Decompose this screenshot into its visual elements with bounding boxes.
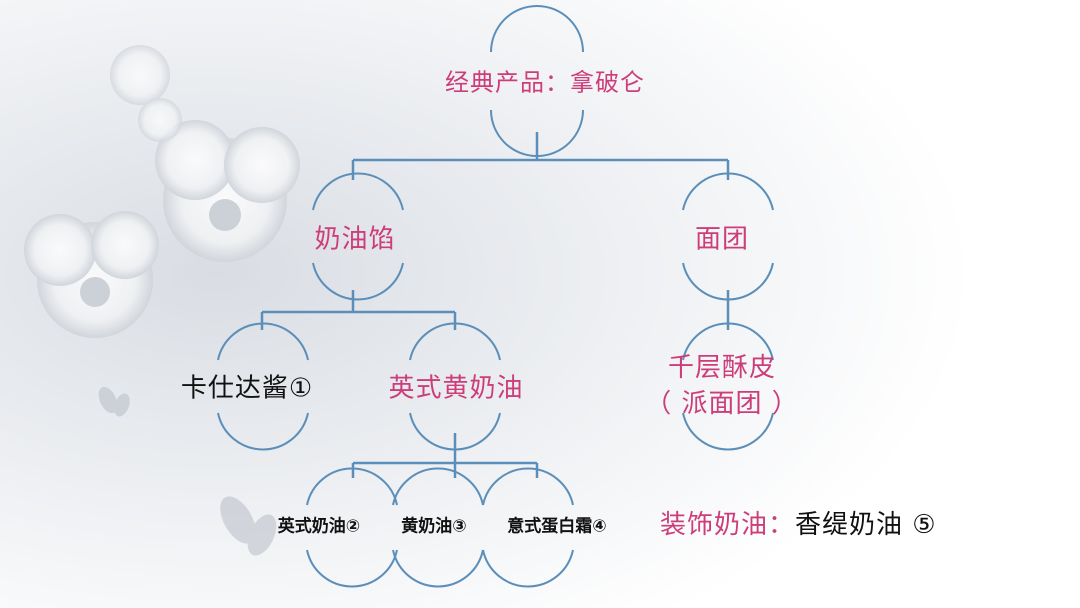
butterfly-icon — [98, 386, 277, 556]
node-cream-filling-label: 奶油馅 — [314, 224, 396, 255]
node-italian-meringue-arc — [482, 467, 574, 588]
node-puff-pastry-line2: （ 派面团 ） — [645, 389, 799, 419]
node-arcs — [217, 5, 774, 588]
node-english-buttercream-arc — [306, 467, 398, 588]
node-italian-meringue-label: 意式蛋白霜④ — [507, 516, 607, 537]
decoration-label: 装饰奶油： — [660, 510, 796, 540]
node-cream-filling-arc — [312, 172, 404, 301]
node-dough-arc — [682, 172, 774, 301]
node-custard-label: 卡仕达酱① — [180, 373, 314, 404]
flower-medium-icon — [24, 211, 159, 338]
node-root-arc — [490, 5, 584, 157]
node-puff-pastry-arc — [682, 322, 774, 451]
flower-large-icon — [155, 120, 300, 262]
node-root-label: 经典产品：拿破仑 — [445, 68, 645, 97]
node-custard-arc — [217, 322, 309, 451]
node-english-buttercream-label: 英式奶油② — [277, 516, 361, 537]
decoration-value: 香缇奶油 ⑤ — [795, 510, 937, 540]
node-yellow-butter-label: 黄奶油③ — [401, 516, 467, 537]
node-yellow-butter-arc — [392, 467, 484, 588]
node-puff-pastry-label: 千层酥皮 （ 派面团 ） — [645, 350, 799, 422]
tree-connectors — [260, 132, 730, 478]
flower-small-icon — [110, 45, 182, 142]
node-english-butter-arc — [409, 322, 501, 451]
node-english-butter-label: 英式黄奶油 — [388, 373, 524, 404]
node-dough-label: 面团 — [694, 224, 750, 255]
decoration-note: 装饰奶油：香缇奶油 ⑤ — [660, 504, 937, 541]
node-puff-pastry-line1: 千层酥皮 — [667, 353, 776, 383]
